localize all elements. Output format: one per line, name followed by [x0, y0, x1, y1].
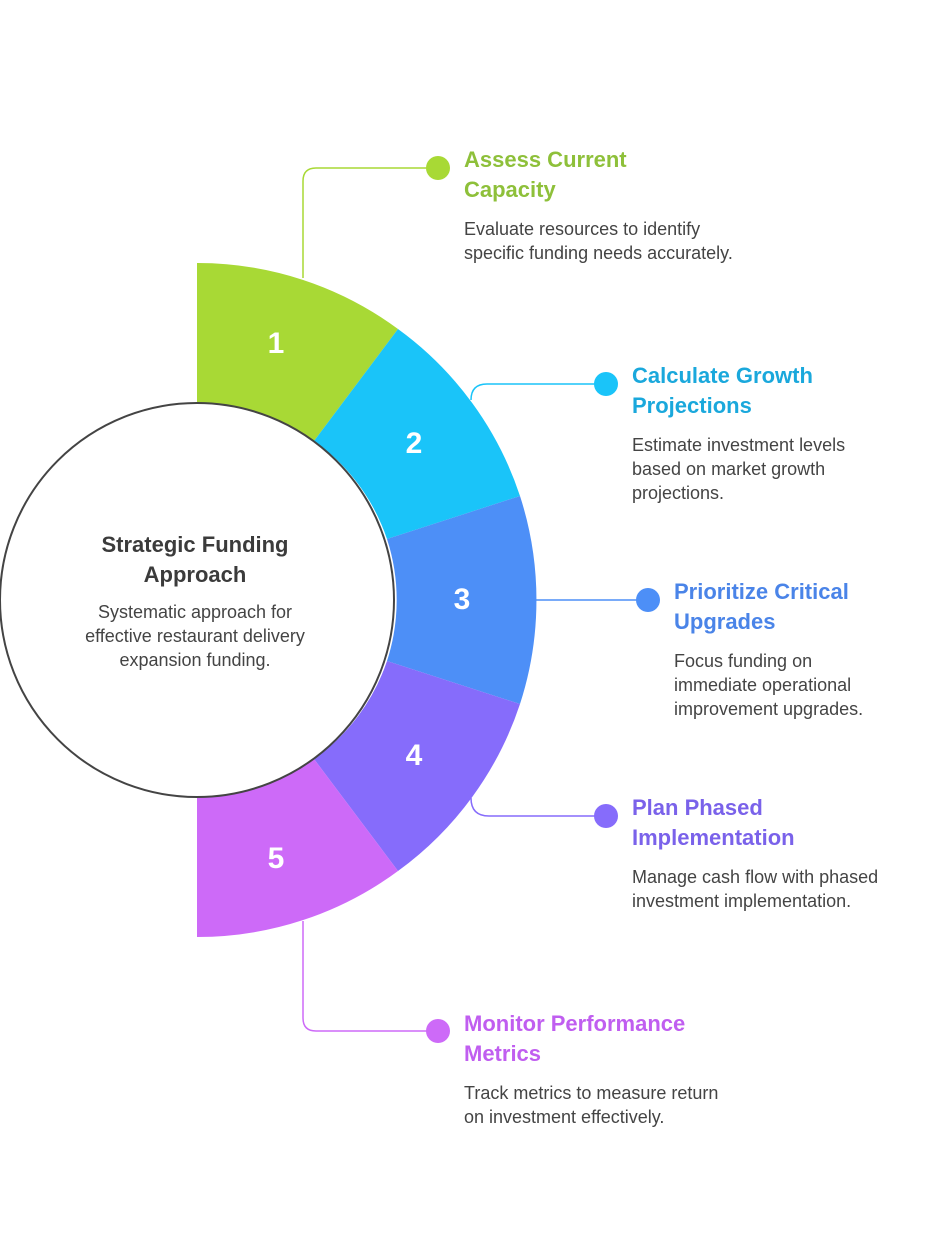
segment-5 — [197, 759, 398, 938]
center-title-line-1: Strategic Funding — [102, 532, 289, 557]
center-circle — [0, 402, 395, 798]
center-desc-line-2: effective restaurant delivery — [85, 626, 305, 646]
segment-3-number: 3 — [454, 583, 471, 616]
step-2-desc-line-3: projections. — [632, 483, 724, 503]
step-5-desc-line-1: Track metrics to measure return — [464, 1083, 718, 1103]
connector-1 — [302, 167, 438, 278]
connector-3-dot — [636, 588, 660, 612]
step-3-desc-line-3: improvement upgrades. — [674, 699, 863, 719]
step-4-title-line-2: Implementation — [632, 825, 795, 850]
step-3-title-line-2: Upgrades — [674, 609, 775, 634]
step-5-desc-line-2: on investment effectively. — [464, 1107, 664, 1127]
step-1-title-line-2: Capacity — [464, 177, 556, 202]
segment-2-number: 2 — [406, 427, 423, 460]
connector-1-dot — [426, 156, 450, 180]
step-1-title-line-1: Assess Current — [464, 147, 627, 172]
center-desc-line-1: Systematic approach for — [98, 602, 292, 622]
center-title-line-2: Approach — [144, 562, 247, 587]
connector-2-dot — [594, 372, 618, 396]
step-2-desc-line-2: based on market growth — [632, 459, 825, 479]
step-2-title-line-2: Projections — [632, 393, 752, 418]
connector-4-dot — [594, 804, 618, 828]
segment-3 — [387, 496, 537, 704]
step-5-title-line-2: Metrics — [464, 1041, 541, 1066]
segment-1 — [197, 262, 398, 441]
step-1-desc-line-1: Evaluate resources to identify — [464, 219, 700, 239]
step-3-desc-line-2: immediate operational — [674, 675, 851, 695]
segment-1-number: 1 — [268, 327, 285, 360]
connector-4 — [470, 797, 606, 817]
step-1-desc-line-2: specific funding needs accurately. — [464, 243, 733, 263]
step-2-title-line-1: Calculate Growth — [632, 363, 813, 388]
step-3-title-line-1: Prioritize Critical — [674, 579, 849, 604]
step-4-title-line-1: Plan Phased — [632, 795, 763, 820]
step-4-desc-line-2: investment implementation. — [632, 891, 851, 911]
segment-5-number: 5 — [268, 842, 285, 875]
center-desc-line-3: expansion funding. — [119, 650, 270, 670]
step-5-title-line-1: Monitor Performance — [464, 1011, 685, 1036]
step-3-desc-line-1: Focus funding on — [674, 651, 812, 671]
step-4-desc-line-1: Manage cash flow with phased — [632, 867, 878, 887]
connector-5-dot — [426, 1019, 450, 1043]
segment-2 — [314, 329, 520, 539]
segment-4 — [314, 661, 520, 871]
segment-4-number: 4 — [406, 739, 423, 772]
connector-5 — [302, 921, 438, 1032]
step-2-desc-line-1: Estimate investment levels — [632, 435, 845, 455]
connector-2 — [470, 383, 606, 401]
